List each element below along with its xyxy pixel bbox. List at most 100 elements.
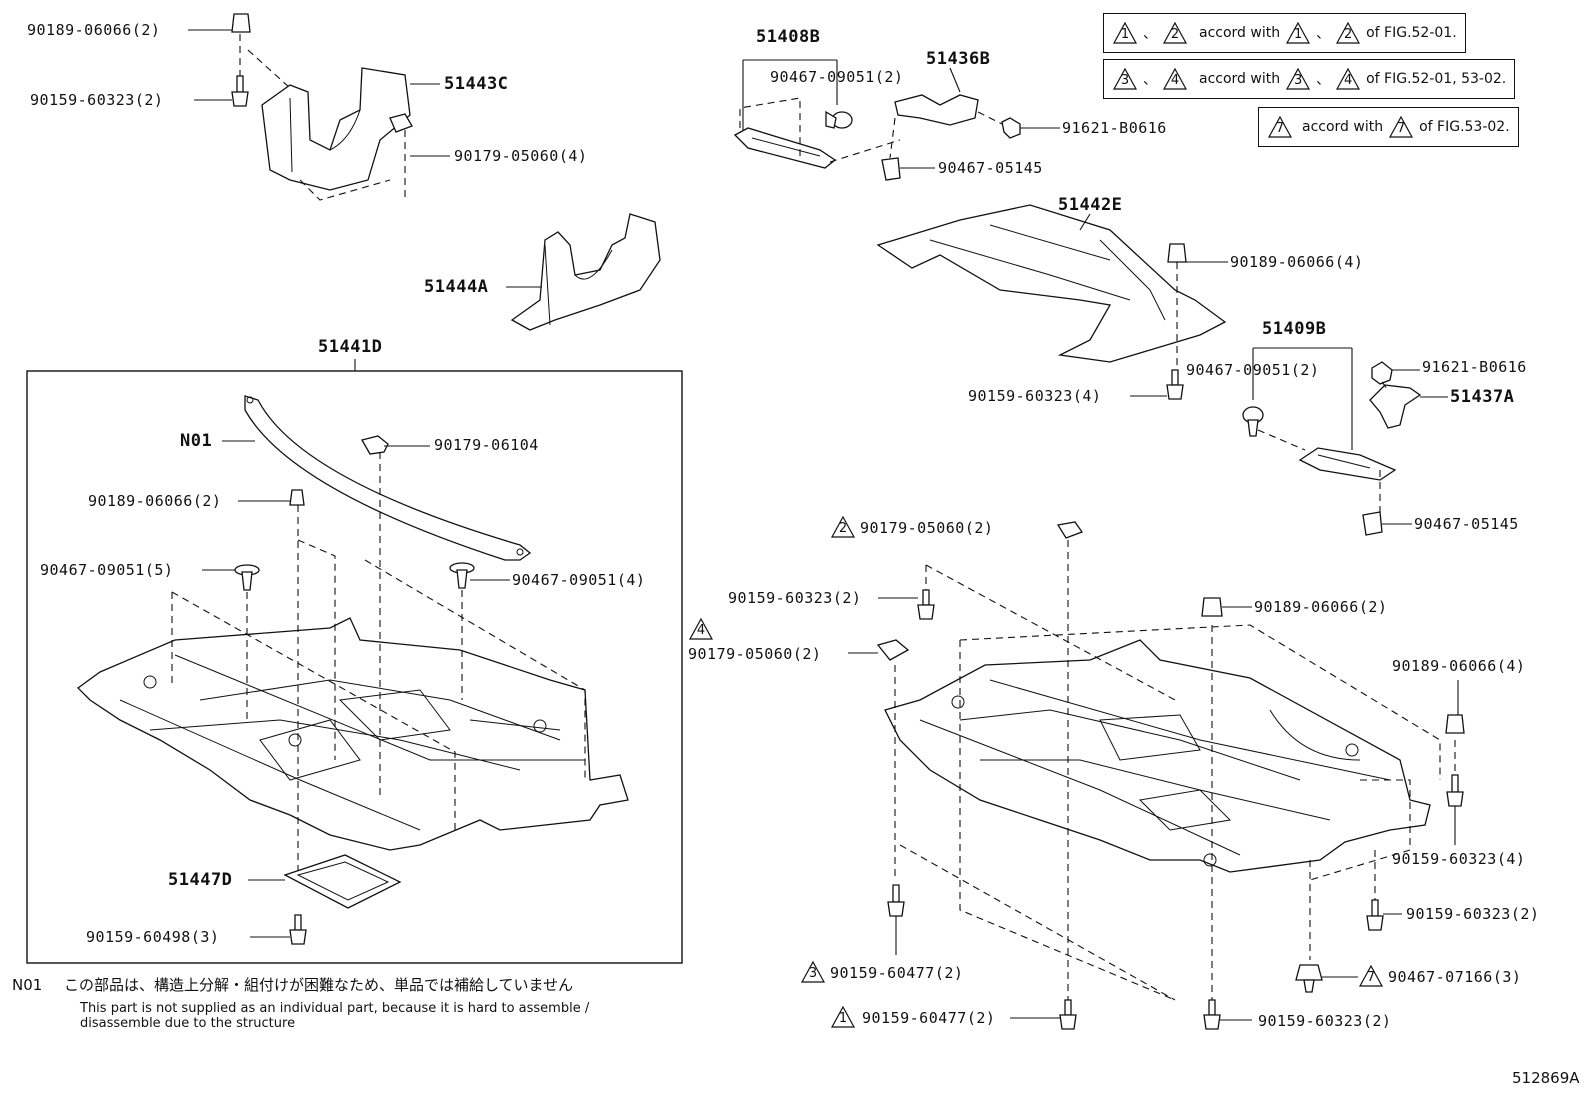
clip-90467-09051-4[interactable] (449, 562, 475, 589)
nut-90179-05060-r2a[interactable] (1056, 521, 1084, 539)
bolt-91621-B0616-b[interactable] (1371, 361, 1393, 385)
callout-c27[interactable]: 90159-60323(2) (1258, 1012, 1392, 1030)
clip-90467-07166[interactable] (1295, 964, 1323, 993)
bolt-91621-B0616-a[interactable] (1001, 117, 1021, 139)
clip-90189-06066-r4b[interactable] (1445, 714, 1465, 734)
label-51447D[interactable]: 51447D (168, 870, 233, 890)
nut-90179-05060-top[interactable] (389, 113, 413, 133)
clip-90467-09051-5[interactable] (234, 564, 260, 591)
legend-row-2: 3 、 4 accord with 3 、 4 of FIG.52-01, 53… (1103, 59, 1516, 99)
nut-90467-05145-b[interactable] (1362, 511, 1383, 536)
clip-90189-06066-left[interactable] (289, 489, 305, 506)
bolt-90159-60323-r2b[interactable] (1366, 899, 1384, 931)
callout-c26[interactable]: 90159-60477(2) (862, 1009, 996, 1027)
callout-c18[interactable]: 90159-60323(2) (728, 589, 862, 607)
callout-c4[interactable]: 90179-06104 (434, 436, 539, 454)
label-51444A[interactable]: 51444A (424, 277, 489, 297)
note-japanese: この部品は、構造上分解・組付けが困難なため、単品では補給していません (64, 976, 574, 994)
label-51442E[interactable]: 51442E (1058, 195, 1123, 215)
marker-triangle-4: 4 (688, 617, 714, 641)
triangle-mark-icon: 3 (1285, 67, 1311, 91)
legend-row-3: 7 accord with 7 of FIG.53-02. (1258, 107, 1519, 147)
legend-suffix: of FIG.53-02. (1419, 119, 1510, 135)
callout-c10[interactable]: 91621-B0616 (1062, 119, 1167, 137)
clip-90467-09051-2b[interactable] (1242, 406, 1264, 437)
triangle-mark-icon: 2 (1162, 21, 1188, 45)
stay-N01[interactable] (244, 395, 532, 561)
callout-c3[interactable]: 90179-05060(4) (454, 147, 588, 165)
triangle-mark-icon: 4 (1335, 67, 1361, 91)
triangle-mark-icon: 7 (1267, 115, 1293, 139)
marker-triangle-2: 2 (830, 515, 856, 539)
label-51443C[interactable]: 51443C (444, 74, 509, 94)
bolt-90159-60477-a[interactable] (887, 884, 905, 917)
bracket-51409B[interactable] (1298, 447, 1397, 481)
bolt-90159-60323-top[interactable] (231, 75, 249, 107)
label-51441D[interactable]: 51441D (318, 337, 383, 357)
note-english-line1: This part is not supplied as an individu… (80, 1001, 590, 1016)
callout-c25[interactable]: 90159-60477(2) (830, 964, 964, 982)
clip-90467-09051-2a[interactable] (825, 110, 853, 129)
cover-51441D[interactable] (77, 617, 629, 851)
callout-c11[interactable]: 90467-05145 (938, 159, 1043, 177)
callout-c24[interactable]: 90467-07166(3) (1388, 968, 1522, 986)
callout-c6[interactable]: 90467-09051(5) (40, 561, 174, 579)
callout-c14[interactable]: 90467-09051(2) (1186, 361, 1320, 379)
clip-90189-06066-r2[interactable] (1201, 597, 1223, 617)
callout-c7[interactable]: 90467-09051(4) (512, 571, 646, 589)
nut-90467-05145-a[interactable] (881, 157, 901, 181)
callout-c16[interactable]: 90467-05145 (1414, 515, 1519, 533)
plate-51447D[interactable] (283, 854, 402, 909)
callout-c8[interactable]: 90159-60498(3) (86, 928, 220, 946)
nut-90179-05060-r2b[interactable] (876, 639, 910, 661)
legend-text: accord with (1199, 71, 1281, 87)
bolt-90159-60477-b[interactable] (1059, 999, 1077, 1030)
callout-c9[interactable]: 90467-09051(2) (770, 68, 904, 86)
label-51436B[interactable]: 51436B (926, 49, 991, 69)
callout-c23[interactable]: 90159-60323(2) (1406, 905, 1540, 923)
legend-text: accord with (1199, 25, 1281, 41)
note-english-line2: disassemble due to the structure (80, 1016, 296, 1031)
callout-c12[interactable]: 90189-06066(4) (1230, 253, 1364, 271)
cover-51444A[interactable] (510, 213, 661, 331)
callout-c13[interactable]: 90159-60323(4) (968, 387, 1102, 405)
callout-c5[interactable]: 90189-06066(2) (88, 492, 222, 510)
cover-51443C[interactable] (261, 67, 411, 191)
legend-row-1: 1 、 2 accord with 1 、 2 of FIG.52-01. (1103, 13, 1466, 53)
triangle-mark-icon: 1 (1112, 21, 1138, 45)
cover-51442E[interactable] (876, 204, 1227, 363)
bolt-90159-60498[interactable] (289, 914, 307, 945)
bracket-51436B[interactable] (894, 94, 979, 126)
label-51409B[interactable]: 51409B (1262, 319, 1327, 339)
callout-c15[interactable]: 91621-B0616 (1422, 358, 1527, 376)
callout-c1[interactable]: 90189-06066(2) (27, 21, 161, 39)
label-51408B[interactable]: 51408B (756, 27, 821, 47)
clip-90189-06066-top[interactable] (231, 13, 251, 33)
legend-suffix: of FIG.52-01, 53-02. (1366, 71, 1507, 87)
bolt-90159-60323-r2[interactable] (917, 589, 935, 620)
triangle-mark-icon: 4 (1162, 67, 1188, 91)
bracket-51408B[interactable] (733, 127, 837, 169)
cover-right-main[interactable] (884, 639, 1431, 873)
marker-triangle-1: 1 (830, 1005, 856, 1029)
callout-c21[interactable]: 90189-06066(4) (1392, 657, 1526, 675)
bolt-90159-60323-r2c[interactable] (1203, 999, 1221, 1030)
callout-c17[interactable]: 90179-05060(2) (860, 519, 994, 537)
bolt-90159-60323-r4[interactable] (1166, 369, 1184, 400)
nut-90179-06104[interactable] (361, 435, 389, 455)
label-51437A[interactable]: 51437A (1450, 387, 1515, 407)
bracket-51437A[interactable] (1369, 384, 1422, 429)
marker-triangle-3: 3 (800, 960, 826, 984)
triangle-mark-icon: 1 (1285, 21, 1311, 45)
note-code: N01 (12, 976, 43, 994)
callout-c20[interactable]: 90189-06066(2) (1254, 598, 1388, 616)
bolt-90159-60323-r4b[interactable] (1446, 774, 1464, 807)
triangle-mark-icon: 7 (1388, 115, 1414, 139)
legend-suffix: of FIG.52-01. (1366, 25, 1457, 41)
clip-90189-06066-r4[interactable] (1167, 243, 1187, 263)
callout-c2[interactable]: 90159-60323(2) (30, 91, 164, 109)
callout-c22[interactable]: 90159-60323(4) (1392, 850, 1526, 868)
legend-text: accord with (1302, 119, 1384, 135)
callout-c19[interactable]: 90179-05060(2) (688, 645, 822, 663)
label-N01[interactable]: N01 (180, 431, 213, 451)
